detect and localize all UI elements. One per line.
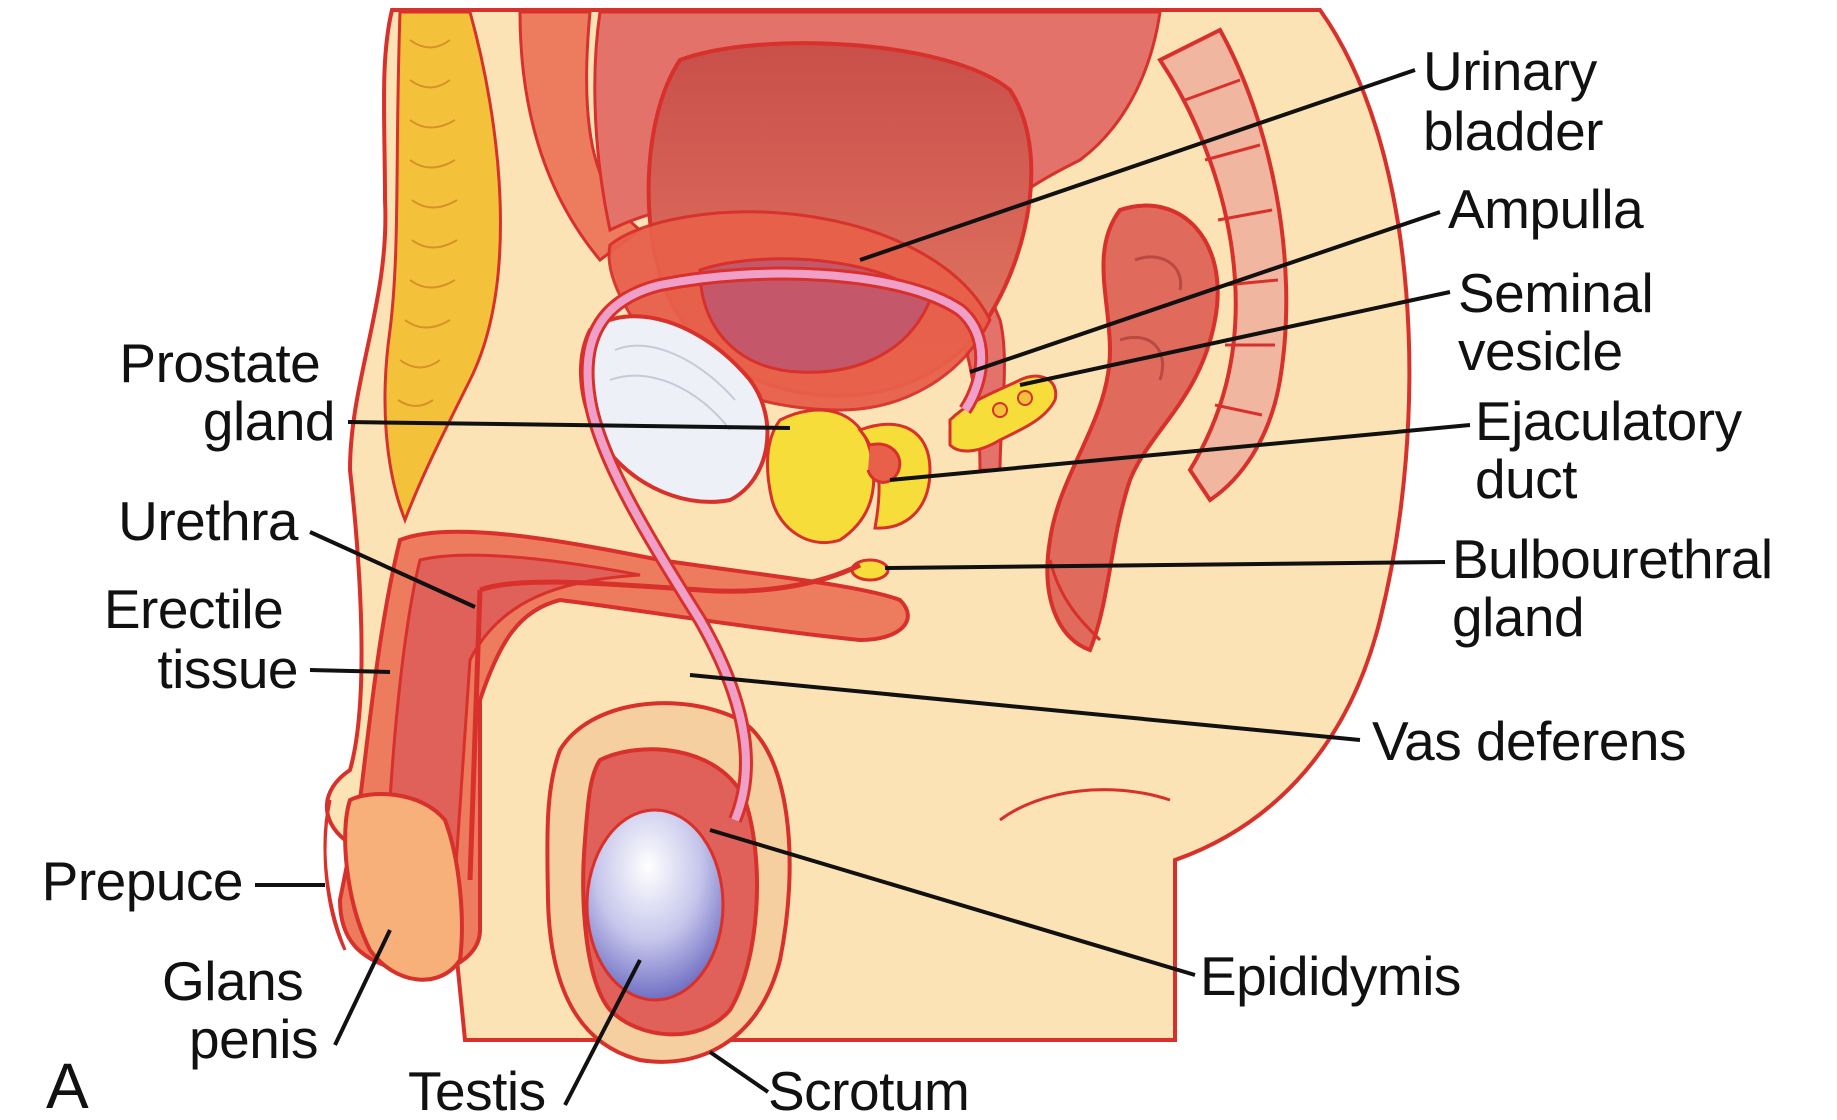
bulbourethral-gland bbox=[852, 560, 888, 580]
leader-scrotum bbox=[710, 1052, 768, 1092]
label-prepuce: Prepuce bbox=[42, 850, 243, 912]
label-ejaculatory-duct: Ejaculatory duct bbox=[1475, 390, 1756, 510]
testis bbox=[587, 810, 723, 1000]
leader-erectile-tissue bbox=[310, 670, 390, 672]
illustration bbox=[325, 10, 1409, 1062]
label-ampulla: Ampulla bbox=[1448, 178, 1644, 240]
label-prostate-gland: Prostate gland bbox=[119, 332, 335, 452]
label-seminal-vesicle: Seminal vesicle bbox=[1458, 262, 1668, 382]
label-epididymis: Epididymis bbox=[1200, 945, 1461, 1007]
label-urinary-bladder: Urinary bladder bbox=[1423, 40, 1612, 162]
label-erectile-tissue: Erectile tissue bbox=[104, 578, 298, 700]
label-urethra: Urethra bbox=[118, 490, 299, 552]
label-scrotum: Scrotum bbox=[768, 1060, 969, 1120]
label-vas-deferens: Vas deferens bbox=[1372, 710, 1686, 772]
label-glans-penis: Glans penis bbox=[162, 950, 318, 1070]
label-testis: Testis bbox=[408, 1060, 546, 1120]
figure-letter: A bbox=[46, 1050, 89, 1120]
label-bulbourethral-gland: Bulbourethral gland bbox=[1452, 528, 1787, 648]
